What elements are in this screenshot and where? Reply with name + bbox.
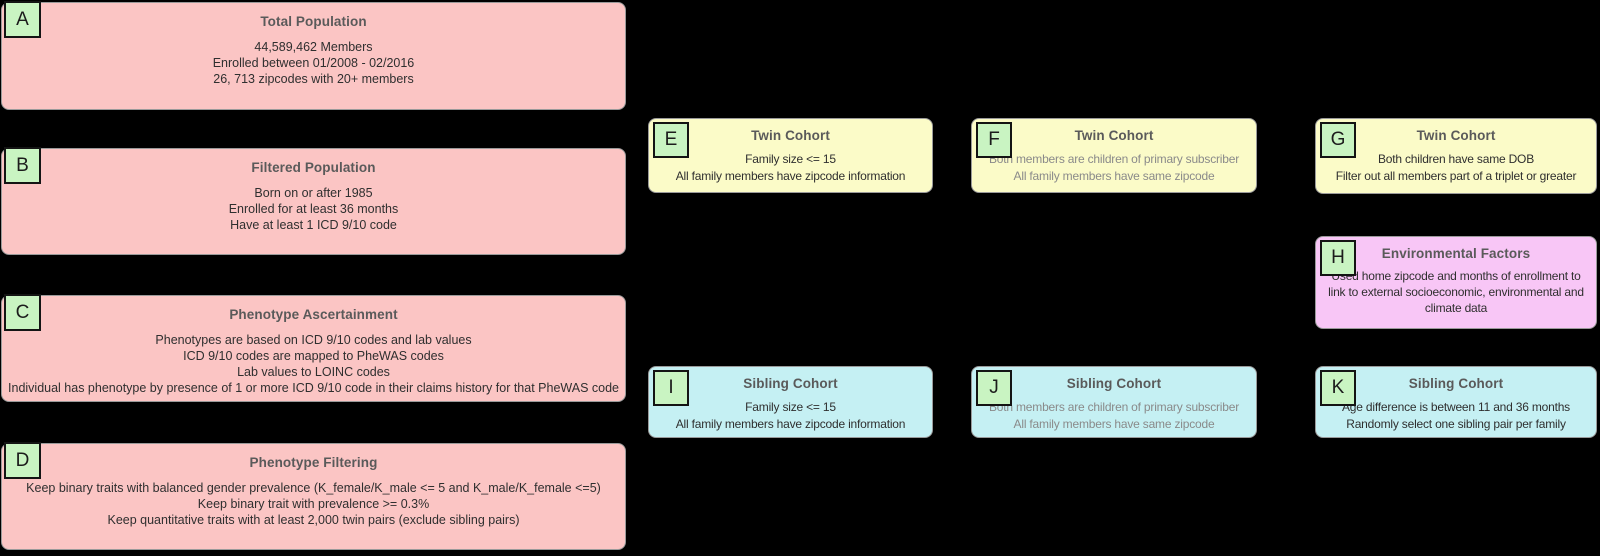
- node-e-line: Family size <= 15: [745, 152, 836, 166]
- node-sibling-cohort-1: I Sibling Cohort Family size <= 15 All f…: [648, 366, 933, 438]
- node-j-body: Both members are children of primary sub…: [972, 399, 1256, 433]
- node-f-line: Both members are children of primary sub…: [988, 152, 1240, 166]
- node-g-badge: G: [1320, 122, 1356, 158]
- node-twin-cohort-3: G Twin Cohort Both children have same DO…: [1315, 118, 1597, 194]
- node-j-line: Both members are children of primary sub…: [988, 400, 1240, 414]
- node-g-body: Both children have same DOB Filter out a…: [1316, 151, 1596, 185]
- node-h-line: Used home zipcode and months of enrollme…: [1328, 269, 1584, 315]
- node-c-badge: C: [4, 294, 41, 331]
- node-k-line: Randomly select one sibling pair per fam…: [1346, 417, 1566, 431]
- node-f-body: Both members are children of primary sub…: [972, 151, 1256, 185]
- node-k-badge: K: [1320, 370, 1356, 406]
- node-a-body: 44,589,462 Members Enrolled between 01/2…: [2, 39, 625, 87]
- node-phenotype-ascertainment: C Phenotype Ascertainment Phenotypes are…: [1, 294, 626, 402]
- node-a-line: Enrolled between 01/2008 - 02/2016: [212, 56, 415, 70]
- node-g-line: Both children have same DOB: [1377, 152, 1534, 166]
- node-b-title: Filtered Population: [251, 160, 376, 175]
- node-phenotype-filtering: D Phenotype Filtering Keep binary traits…: [1, 442, 626, 550]
- node-b-body: Born on or after 1985 Enrolled for at le…: [2, 185, 625, 233]
- node-d-line: Keep binary trait with prevalence >= 0.3…: [197, 497, 430, 511]
- node-d-body: Keep binary traits with balanced gender …: [2, 480, 625, 528]
- node-total-population: A Total Population 44,589,462 Members En…: [1, 1, 626, 110]
- node-a-line: 44,589,462 Members: [254, 40, 373, 54]
- node-h-body: Used home zipcode and months of enrollme…: [1316, 268, 1596, 316]
- node-a-line: 26, 713 zipcodes with 20+ members: [213, 72, 414, 86]
- node-a-badge: A: [4, 1, 41, 38]
- node-k-body: Age difference is between 11 and 36 mont…: [1316, 399, 1596, 433]
- node-g-title: Twin Cohort: [1416, 128, 1496, 143]
- node-k-line: Age difference is between 11 and 36 mont…: [1342, 400, 1570, 414]
- node-c-line: Individual has phenotype by presence of …: [8, 381, 619, 395]
- node-i-badge: I: [653, 370, 689, 406]
- node-d-line: Keep binary traits with balanced gender …: [26, 481, 601, 495]
- node-c-line: ICD 9/10 codes are mapped to PheWAS code…: [183, 349, 444, 363]
- node-twin-cohort-2: F Twin Cohort Both members are children …: [971, 118, 1257, 193]
- node-e-title: Twin Cohort: [751, 128, 830, 143]
- node-i-line: Family size <= 15: [745, 400, 836, 414]
- node-f-line: All family members have same zipcode: [1013, 169, 1215, 183]
- node-b-line: Have at least 1 ICD 9/10 code: [230, 218, 397, 232]
- node-b-line: Enrolled for at least 36 months: [228, 202, 399, 216]
- node-g-line: Filter out all members part of a triplet…: [1335, 169, 1577, 183]
- node-d-badge: D: [4, 442, 41, 479]
- node-j-title: Sibling Cohort: [1066, 376, 1162, 391]
- node-e-body: Family size <= 15 All family members hav…: [649, 151, 932, 185]
- node-k-title: Sibling Cohort: [1408, 376, 1504, 391]
- node-h-title: Environmental Factors: [1381, 246, 1531, 261]
- node-h-badge: H: [1320, 240, 1356, 276]
- node-c-line: Lab values to LOINC codes: [237, 365, 390, 379]
- node-f-badge: F: [976, 122, 1012, 158]
- node-d-line: Keep quantitative traits with at least 2…: [107, 513, 520, 527]
- node-i-title: Sibling Cohort: [743, 376, 838, 391]
- node-c-body: Phenotypes are based on ICD 9/10 codes a…: [2, 332, 625, 396]
- node-sibling-cohort-2: J Sibling Cohort Both members are childr…: [971, 366, 1257, 438]
- node-i-body: Family size <= 15 All family members hav…: [649, 399, 932, 433]
- node-filtered-population: B Filtered Population Born on or after 1…: [1, 147, 626, 255]
- node-d-title: Phenotype Filtering: [249, 455, 378, 470]
- node-b-line: Born on or after 1985: [254, 186, 373, 200]
- node-a-title: Total Population: [260, 14, 367, 29]
- node-b-badge: B: [4, 147, 41, 184]
- node-c-line: Phenotypes are based on ICD 9/10 codes a…: [155, 333, 472, 347]
- node-sibling-cohort-3: K Sibling Cohort Age difference is betwe…: [1315, 366, 1597, 438]
- node-j-line: All family members have same zipcode: [1013, 417, 1215, 431]
- node-e-line: All family members have zipcode informat…: [675, 169, 906, 183]
- node-e-badge: E: [653, 122, 689, 158]
- node-c-title: Phenotype Ascertainment: [229, 307, 398, 322]
- node-i-line: All family members have zipcode informat…: [675, 417, 906, 431]
- node-twin-cohort-1: E Twin Cohort Family size <= 15 All fami…: [648, 118, 933, 193]
- node-environmental-factors: H Environmental Factors Used home zipcod…: [1315, 236, 1597, 329]
- node-j-badge: J: [976, 370, 1012, 406]
- node-f-title: Twin Cohort: [1074, 128, 1154, 143]
